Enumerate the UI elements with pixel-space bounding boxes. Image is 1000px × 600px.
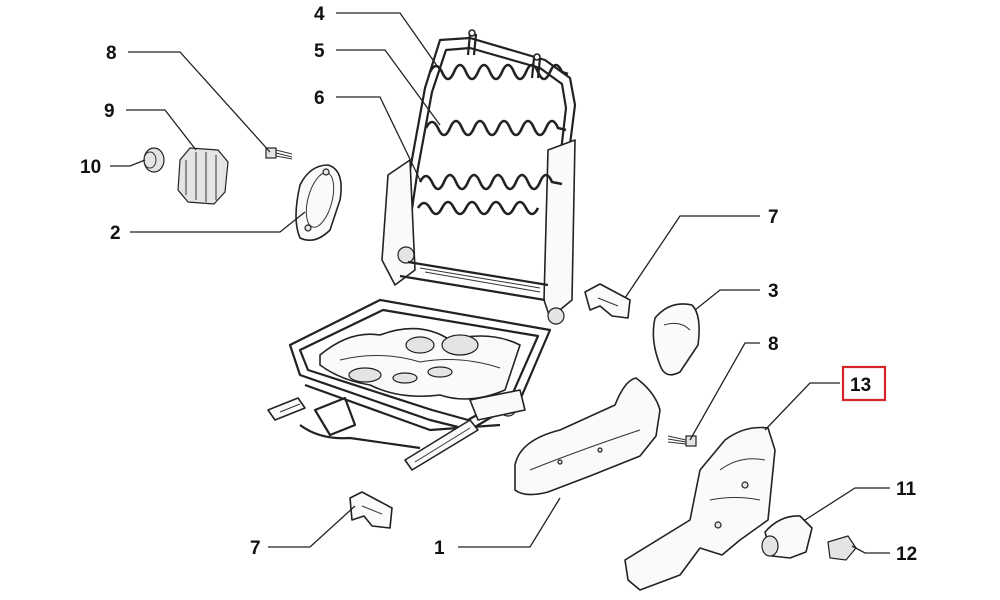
callout-7-upper: 7 — [768, 207, 779, 228]
part-13-lower-panel — [624, 426, 776, 591]
part-11-handle — [761, 515, 813, 559]
callout-11: 11 — [896, 479, 917, 500]
callout-7-lower: 7 — [250, 538, 261, 559]
part-7-clip-lower — [349, 491, 393, 529]
callout-2: 2 — [110, 223, 121, 244]
callout-1: 1 — [434, 538, 445, 559]
callout-6: 6 — [314, 88, 325, 109]
part-7-clip-upper — [584, 283, 631, 319]
callout-8-right: 8 — [768, 334, 779, 355]
callout-12: 12 — [896, 544, 917, 565]
part-12-small-clip — [827, 535, 857, 561]
seat-frame-assembly — [267, 29, 577, 471]
part-8-bolt — [265, 147, 293, 160]
callout-4: 4 — [314, 4, 325, 25]
callout-13-highlight-box — [841, 365, 887, 402]
part-10-cap — [143, 147, 165, 173]
part-9-knob — [177, 147, 229, 205]
callout-13: 13 — [850, 375, 871, 396]
callout-labels: 4 5 6 8 9 10 2 7 3 8 11 12 7 1 13 — [80, 4, 917, 565]
part-3-cover — [652, 303, 700, 376]
part-8-bolt-right — [667, 435, 697, 447]
part-2-side-plate — [295, 164, 342, 241]
leader-lines — [110, 12, 890, 554]
callout-8-top: 8 — [106, 43, 117, 64]
callout-5: 5 — [314, 41, 325, 62]
part-1-side-trim — [514, 377, 661, 496]
callout-3: 3 — [768, 281, 779, 302]
callout-9: 9 — [104, 101, 115, 122]
callout-10: 10 — [80, 157, 101, 178]
